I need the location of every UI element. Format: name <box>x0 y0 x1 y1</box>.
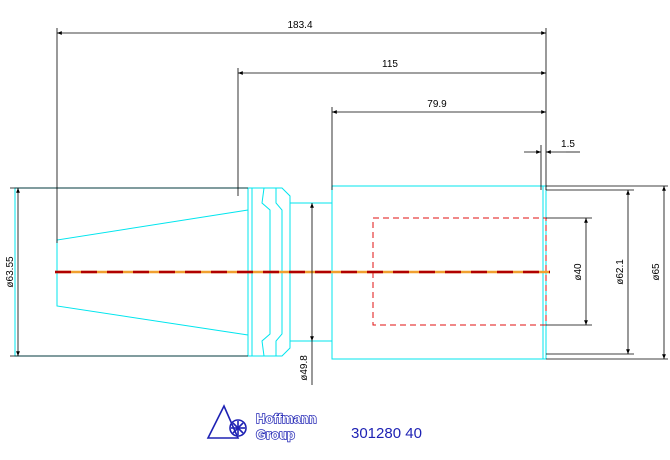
dim-dia-65: ø65 <box>651 263 662 281</box>
dim-overall-length: 183.4 <box>287 20 312 31</box>
dim-dia-62-1: ø62.1 <box>615 259 626 285</box>
hoffmann-logo-icon <box>206 404 247 439</box>
dim-dia-63-55: ø63.55 <box>5 256 16 288</box>
logo-text-line1: Hoffmann <box>256 411 317 426</box>
logo-text-line2: Group <box>256 427 295 442</box>
dim-dia-40: ø40 <box>573 263 584 281</box>
part-number: 301280 40 <box>351 425 422 442</box>
hoffmann-logo: Hoffmann Group <box>206 404 317 443</box>
dim-length-79-9: 79.9 <box>427 99 447 110</box>
dim-length-115: 115 <box>382 59 398 70</box>
dim-offset-1-5: 1.5 <box>561 139 575 150</box>
dim-dia-49-8: ø49.8 <box>299 355 310 381</box>
dimension-lines <box>10 28 668 385</box>
